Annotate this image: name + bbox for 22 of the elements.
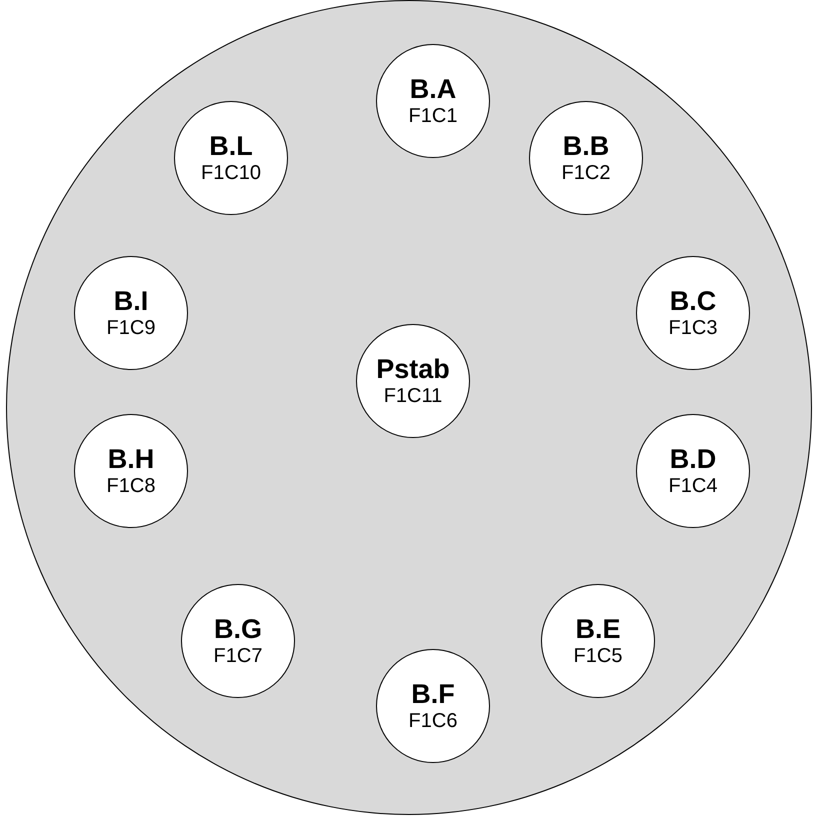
- position-name: B.G: [214, 614, 262, 644]
- position-code: F1C3: [668, 316, 718, 340]
- position-code: F1C4: [668, 474, 718, 498]
- position-code: F1C9: [106, 316, 156, 340]
- position-name: B.B: [562, 131, 610, 161]
- position-code: F1C8: [106, 474, 156, 498]
- position-name: B.L: [209, 131, 253, 161]
- position-name: B.F: [411, 679, 455, 709]
- position-name: B.H: [108, 444, 154, 474]
- position-code: F1C1: [408, 104, 458, 128]
- position-code: F1C10: [200, 161, 262, 185]
- position-name: Pstab: [376, 354, 450, 384]
- position-name: B.C: [670, 286, 716, 316]
- position-code: F1C2: [562, 161, 610, 185]
- position-code: F1C5: [574, 644, 622, 668]
- position-code: F1C11: [384, 384, 442, 408]
- position-name: B.A: [410, 74, 456, 104]
- position-name: B.I: [114, 286, 148, 316]
- position-name: B.E: [575, 614, 620, 644]
- position-code: F1C6: [408, 709, 458, 733]
- position-code: F1C7: [214, 644, 262, 668]
- position-name: B.D: [670, 444, 716, 474]
